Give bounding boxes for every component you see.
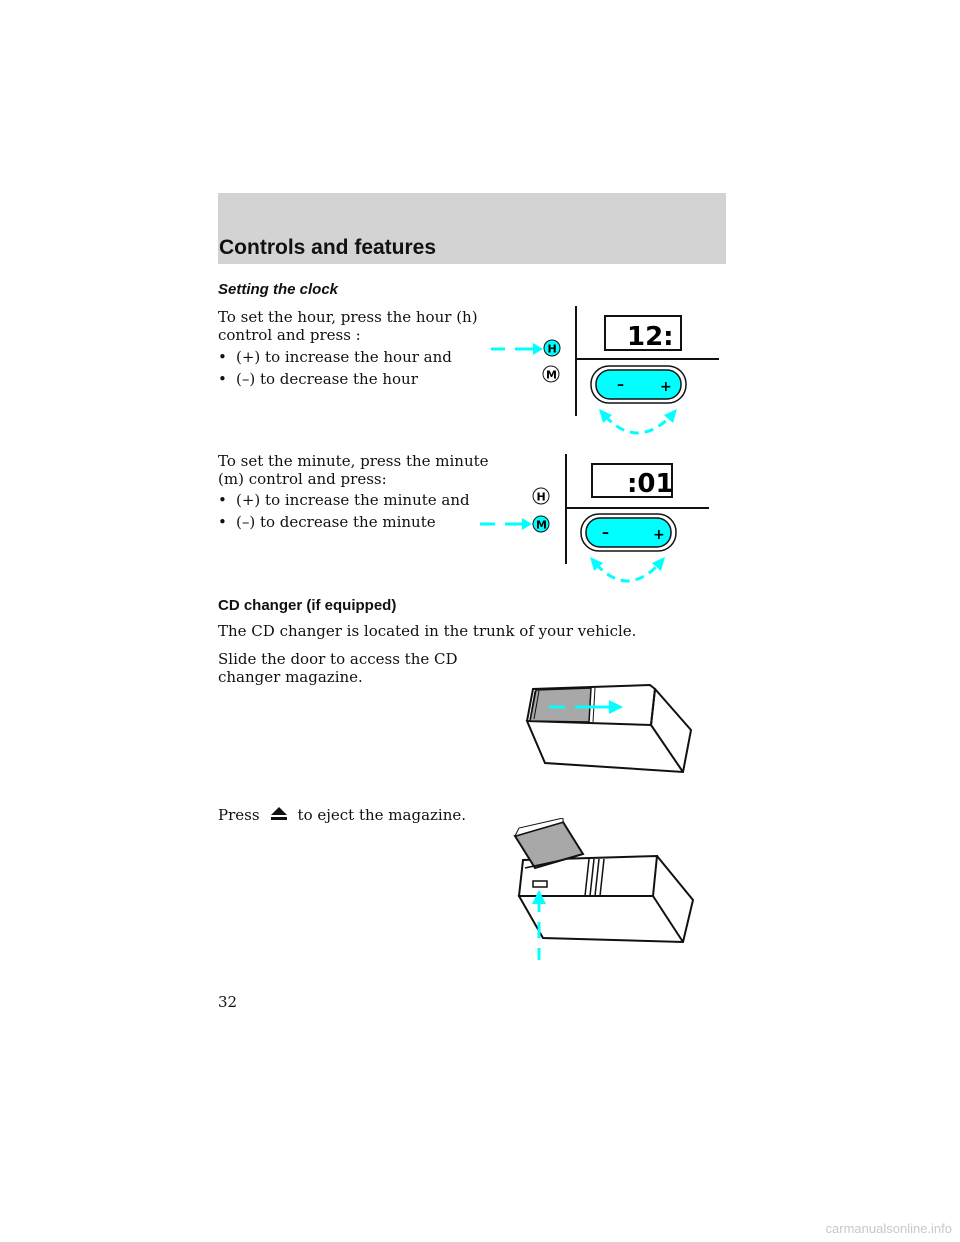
minute-intro-line-2: (m) control and press: <box>218 470 387 488</box>
watermark: carmanualsonline.info <box>825 1221 952 1236</box>
cd-changer-eject-figure <box>513 818 695 960</box>
arrow-head-icon <box>522 518 532 530</box>
hour-setting-figure: 12: H M – + <box>491 306 719 435</box>
eject-icon <box>270 807 287 820</box>
page-number: 32 <box>218 993 238 1011</box>
minute-control-button[interactable] <box>542 365 560 383</box>
bullet-text: (–) to decrease the minute <box>236 513 436 531</box>
bullet-dot: • <box>218 513 227 531</box>
minute-bullet-decrease: • (–) to decrease the minute <box>218 513 436 531</box>
plus-minus-rocker[interactable] <box>595 369 682 400</box>
slot-edge <box>524 857 572 869</box>
header-band <box>218 193 726 264</box>
cd-slide-line-2: changer magazine. <box>218 668 363 686</box>
cd-location-text: The CD changer is located in the trunk o… <box>218 622 637 640</box>
hour-control-label: H <box>537 491 546 504</box>
minute-intro-line-1: To set the minute, press the minute <box>218 452 489 470</box>
eject-text: to eject the magazine. <box>297 806 467 824</box>
display-readout: :01 <box>627 469 674 499</box>
minus-sign: – <box>617 377 624 393</box>
minute-control-label: M <box>546 369 557 382</box>
changer-edge <box>652 895 684 943</box>
minute-control-button[interactable] <box>532 515 550 533</box>
changer-front-face <box>517 854 659 897</box>
door-ridge <box>533 690 540 720</box>
hour-control-button[interactable] <box>532 487 550 505</box>
cd-heading: CD changer (if equipped) <box>218 597 397 614</box>
slide-arrow-icon <box>609 700 623 714</box>
clock-display <box>604 315 682 351</box>
minus-sign: – <box>602 525 609 541</box>
arc-arrow-right-icon <box>652 557 665 571</box>
hour-intro-line-2: control and press : <box>218 326 361 344</box>
bullet-text: (–) to decrease the hour <box>236 370 418 388</box>
hour-bullet-decrease: • (–) to decrease the hour <box>218 370 418 388</box>
hour-intro-line-1: To set the hour, press the hour (h) <box>218 308 478 326</box>
rocker-motion-arc <box>594 562 661 583</box>
changer-edge <box>650 724 684 773</box>
clock-display <box>591 463 673 498</box>
hour-bullet-increase: • (+) to increase the hour and <box>218 348 452 366</box>
arc-arrow-right-icon <box>664 409 677 423</box>
minute-control-label: M <box>536 519 547 532</box>
display-readout: 12: <box>627 322 674 352</box>
door-ridge <box>599 858 605 897</box>
hour-control-button[interactable] <box>543 339 561 357</box>
magazine-top-edge <box>514 818 564 837</box>
bullet-text: (+) to increase the minute and <box>236 491 470 509</box>
arc-arrow-left-icon <box>599 409 612 423</box>
cd-changer-door-figure <box>525 683 693 774</box>
slot-edge <box>592 687 596 723</box>
minute-setting-figure: :01 H M – + <box>480 454 709 583</box>
press-text: Press <box>218 806 260 824</box>
bullet-dot: • <box>218 348 227 366</box>
plus-sign: + <box>653 527 665 543</box>
bullet-dot: • <box>218 491 227 509</box>
door-ridge <box>584 858 590 897</box>
arc-arrow-left-icon <box>590 557 603 571</box>
plus-minus-rocker[interactable] <box>585 517 672 548</box>
changer-edge <box>650 688 656 726</box>
minute-bullet-increase: • (+) to increase the minute and <box>218 491 470 509</box>
bullet-dot: • <box>218 370 227 388</box>
plus-sign: + <box>660 379 672 395</box>
clock-heading: Setting the clock <box>218 281 339 298</box>
page-title: Controls and features <box>219 236 437 259</box>
eject-button[interactable] <box>532 880 548 888</box>
door-ridge <box>589 858 595 897</box>
arrow-head-icon <box>533 343 543 355</box>
press-arrow-icon <box>532 890 546 904</box>
door-ridge <box>529 690 536 720</box>
rocker-motion-arc <box>603 414 673 435</box>
cd-slide-line-1: Slide the door to access the CD <box>218 650 458 668</box>
door-ridge <box>594 858 600 897</box>
sliding-door[interactable] <box>529 687 592 723</box>
eject-instruction: Press to eject the magazine. <box>218 806 466 824</box>
bullet-text: (+) to increase the hour and <box>236 348 452 366</box>
hour-control-label: H <box>548 343 557 356</box>
